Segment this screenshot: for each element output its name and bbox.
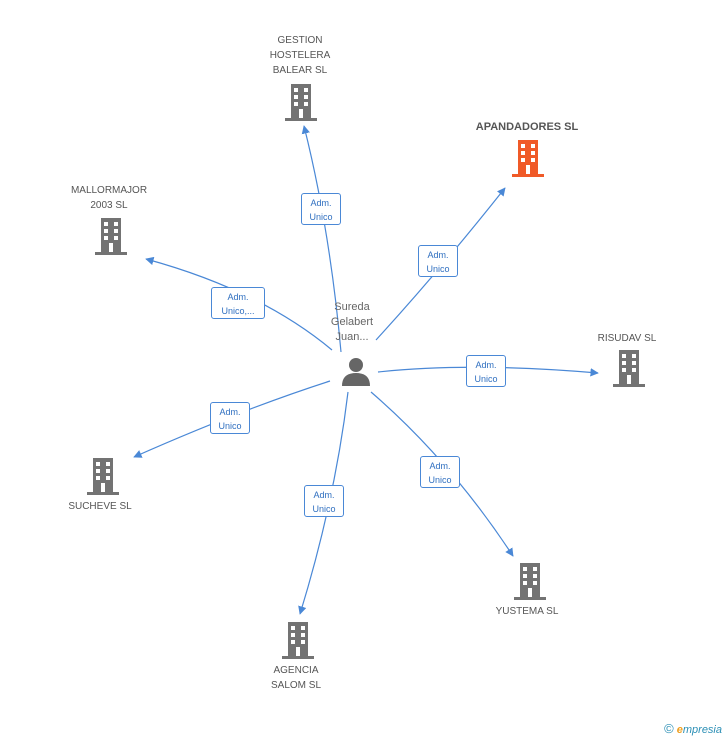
brand-initial: e bbox=[676, 724, 683, 736]
company-label-apandadores[interactable]: APANDADORES SL bbox=[475, 121, 579, 133]
relation-label[interactable]: Adm. Unico bbox=[210, 402, 250, 434]
person-icon[interactable] bbox=[341, 356, 371, 386]
company-label-mallormajor-2003[interactable]: MALLORMAJOR 2003 SL bbox=[70, 185, 148, 211]
building-icon[interactable] bbox=[85, 458, 121, 496]
copyright-icon: © bbox=[664, 721, 674, 736]
brand-name: mpresia bbox=[682, 724, 722, 736]
relation-label[interactable]: Adm. Unico bbox=[418, 245, 458, 277]
relation-label[interactable]: Adm. Unico,... bbox=[211, 287, 265, 319]
relation-label[interactable]: Adm. Unico bbox=[420, 456, 460, 488]
company-label-agencia-salom[interactable]: AGENCIA SALOM SL bbox=[270, 665, 322, 691]
company-label-yustema[interactable]: YUSTEMA SL bbox=[495, 606, 559, 617]
edge-gestion-hostelera-balear bbox=[301, 125, 342, 353]
company-label-sucheve[interactable]: SUCHEVE SL bbox=[68, 501, 132, 512]
relation-label[interactable]: Adm. Unico bbox=[304, 485, 344, 517]
brand-footer: © empresia bbox=[664, 721, 722, 736]
building-icon[interactable] bbox=[280, 622, 316, 660]
building-icon[interactable] bbox=[510, 140, 546, 178]
building-icon[interactable] bbox=[93, 218, 129, 256]
company-label-risudav[interactable]: RISUDAV SL bbox=[597, 333, 657, 344]
building-icon[interactable] bbox=[611, 350, 647, 388]
relation-label[interactable]: Adm. Unico bbox=[466, 355, 506, 387]
building-icon[interactable] bbox=[283, 84, 319, 122]
relation-label[interactable]: Adm. Unico bbox=[301, 193, 341, 225]
building-icon[interactable] bbox=[512, 563, 548, 601]
person-label[interactable]: Sureda Gelabert Juan... bbox=[330, 301, 374, 343]
company-label-gestion-hostelera-balear[interactable]: GESTION HOSTELERA BALEAR SL bbox=[269, 35, 331, 76]
